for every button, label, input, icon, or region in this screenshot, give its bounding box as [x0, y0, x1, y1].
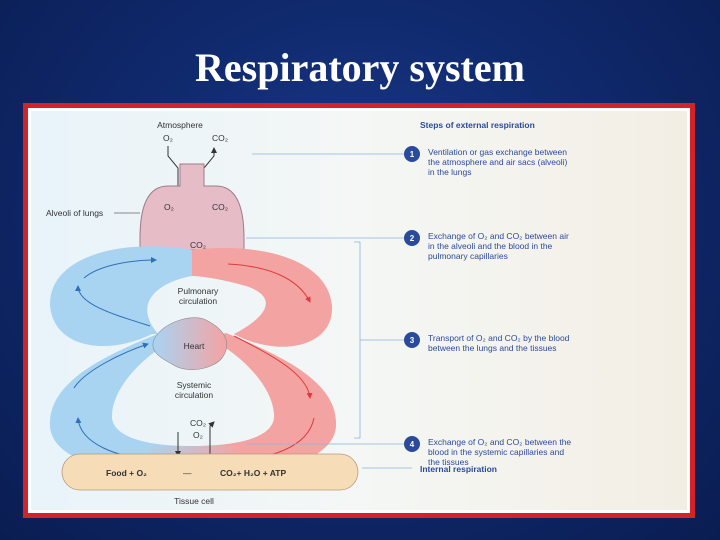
alveoli-label: Alveoli of lungs [46, 208, 103, 218]
exch-bot-o2-label: O₂ [193, 430, 203, 440]
flow-arrow-blue-4 [83, 257, 157, 279]
pulmonary-label-1: Pulmonary [178, 286, 219, 296]
alveolus-shape [139, 163, 245, 251]
tissue-products: CO₂+ H₂O + ATP [220, 468, 286, 478]
flow-arrow-blue-3 [75, 285, 151, 327]
alv-o2-label: O₂ [164, 202, 174, 212]
deoxygenated-loop-top [50, 246, 192, 346]
respiration-figure: Atmosphere O₂ CO₂ Alveoli of lungs O₂ CO… [23, 103, 695, 518]
pulmonary-label-2: circulation [179, 296, 218, 306]
oxygenated-loop-top [192, 248, 333, 347]
step4-line3: the tissues [428, 457, 469, 467]
exch-bot-co2-label: CO₂ [190, 418, 206, 428]
flow-arrow-blue-2 [73, 342, 149, 389]
step2-number: 2 [410, 234, 415, 243]
flow-arrow-red-2 [233, 335, 313, 399]
tissue-dash: — [183, 468, 192, 478]
atmosphere-label: Atmosphere [157, 120, 203, 130]
step2-line1: Exchange of O₂ and CO₂ between air [428, 231, 569, 241]
step3-line2: between the lungs and the tissues [428, 343, 557, 353]
step2-badge [404, 230, 420, 246]
atm-o2-label: O₂ [163, 133, 173, 143]
step4-number: 4 [410, 440, 415, 449]
co2-up-arrow [208, 421, 215, 456]
step4-badge [404, 436, 420, 452]
internal-respiration-label: Internal respiration [420, 464, 497, 474]
tissue-label: Tissue cell [174, 496, 214, 506]
oxygenated-loop-bottom [192, 333, 337, 474]
step2-line2: in the alveoli and the blood in the [428, 241, 553, 251]
step4-line1: Exchange of O₂ and CO₂ between the [428, 437, 571, 447]
step1-line1: Ventilation or gas exchange between [428, 147, 567, 157]
deoxygenated-loop-bottom [49, 333, 192, 474]
exch-top-co2-label: CO₂ [190, 240, 206, 250]
systemic-label-1: Systemic [177, 380, 212, 390]
step3-badge [404, 332, 420, 348]
respiration-diagram: Atmosphere O₂ CO₂ Alveoli of lungs O₂ CO… [31, 111, 687, 510]
step1-line3: in the lungs [428, 167, 471, 177]
atm-co2-label: CO₂ [212, 133, 228, 143]
tissue-food: Food + O₂ [106, 468, 147, 478]
heart-shape [152, 317, 227, 370]
step1-line2: the atmosphere and air sacs (alveoli) [428, 157, 568, 167]
step3-number: 3 [410, 336, 415, 345]
step2-line3: pulmonary capillaries [428, 251, 508, 261]
slide-title: Respiratory system [195, 45, 525, 90]
tissue-cell [61, 453, 359, 491]
flow-arrow-red-1 [227, 263, 311, 303]
step1-badge [404, 146, 420, 162]
steps-heading: Steps of external respiration [420, 120, 535, 130]
step3-line1: Transport of O₂ and CO₂ by the blood [428, 333, 570, 343]
alv-co2-label: CO₂ [212, 202, 228, 212]
step4-line2: blood in the systemic capillaries and [428, 447, 564, 457]
systemic-label-2: circulation [175, 390, 214, 400]
heart-label: Heart [184, 341, 205, 351]
step1-number: 1 [410, 150, 415, 159]
